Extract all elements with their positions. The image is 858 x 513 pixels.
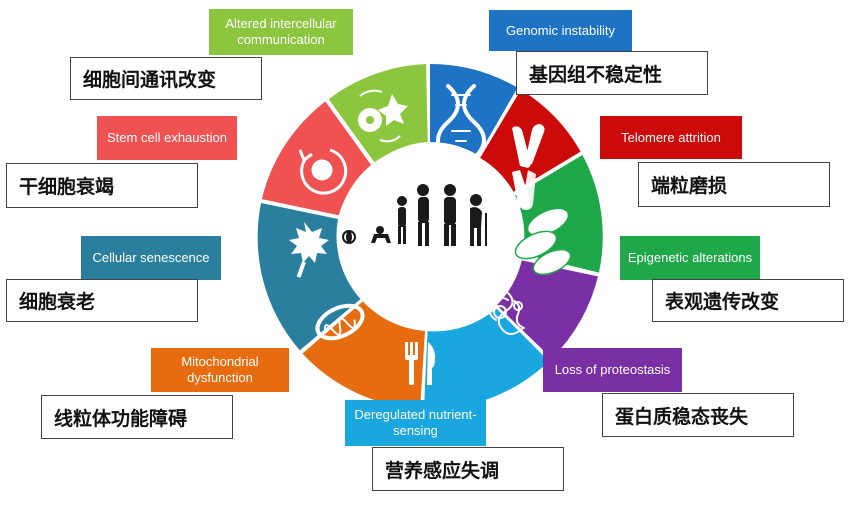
tag-nutrient-en: Deregulated nutrient-sensing: [345, 400, 486, 446]
segment-genomic: [430, 63, 518, 156]
label-stemcell-cn: 干细胞衰竭: [6, 163, 198, 208]
chromosome-icon: [512, 124, 545, 210]
label-intercellular-cn: 细胞间通讯改变: [70, 57, 262, 100]
tag-mito-en: Mitochondrial dysfunction: [151, 348, 289, 392]
segment-nutrient: [424, 308, 549, 410]
stem-cell-icon: [298, 148, 348, 195]
tag-stemcell-en: Stem cell exhaustion: [97, 116, 237, 160]
mitochondrion-icon: [315, 303, 365, 341]
tag-senescence-en: Cellular senescence: [81, 236, 221, 280]
aging-silhouettes-icon: [342, 184, 487, 246]
nucleosome-icon: [514, 207, 572, 276]
segment-senescence: [257, 203, 361, 351]
label-telomere-cn: 端粒磨损: [638, 162, 830, 207]
segment-mito: [302, 301, 426, 409]
tag-intercellular-en: Altered intercellular communication: [209, 9, 353, 55]
tag-epigenetic-en: Epigenetic alterations: [620, 236, 760, 280]
label-proteostasis-cn: 蛋白质稳态丧失: [602, 393, 794, 437]
label-genomic-cn: 基因组不稳定性: [516, 51, 708, 95]
fork-knife-icon: [405, 342, 436, 385]
label-nutrient-cn: 营养感应失调: [372, 447, 564, 491]
segment-stemcell: [261, 101, 373, 216]
tag-genomic-en: Genomic instability: [489, 10, 632, 51]
leaf-icon: [289, 222, 329, 278]
tag-proteostasis-en: Loss of proteostasis: [543, 348, 682, 392]
label-senescence-cn: 细胞衰老: [6, 279, 198, 322]
label-epigenetic-cn: 表观遗传改变: [652, 279, 844, 322]
protein-structure-icon: [485, 287, 525, 335]
dna-helix-icon: [436, 84, 486, 160]
tag-telomere-en: Telomere attrition: [600, 116, 742, 159]
label-mito-cn: 线粒体功能障碍: [41, 395, 233, 439]
center-disk: [337, 144, 523, 330]
segment-proteostasis: [496, 260, 598, 359]
cell-communication-icon: [358, 89, 408, 143]
